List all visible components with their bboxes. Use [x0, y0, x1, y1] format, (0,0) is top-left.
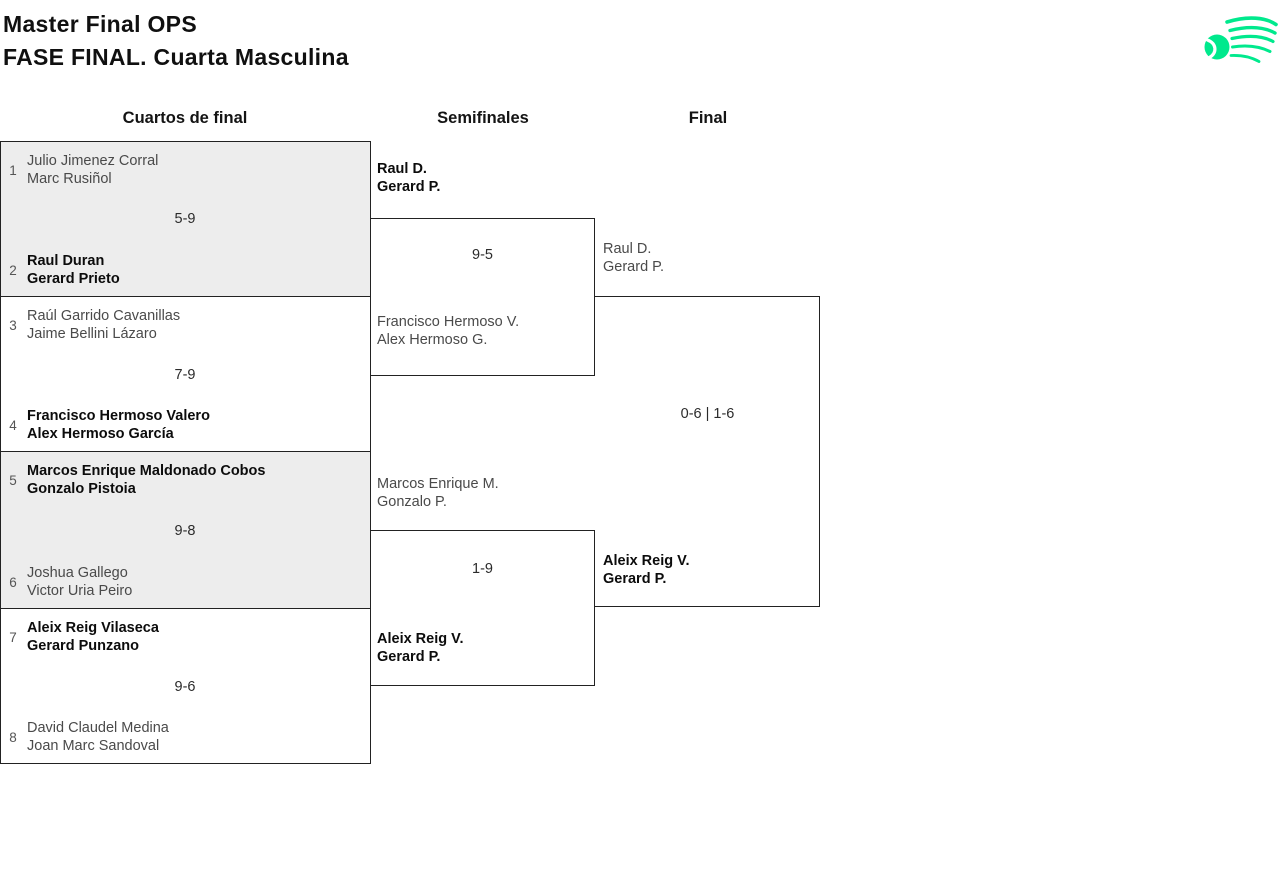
column-header-semifinals: Semifinales: [437, 109, 529, 127]
semifinal-2-bottom-team: Aleix Reig V. Gerard P.: [377, 630, 464, 666]
team-names: Raúl Garrido Cavanillas Jaime Bellini Lá…: [27, 307, 180, 343]
team-names: Francisco Hermoso Valero Alex Hermoso Ga…: [27, 407, 210, 443]
team-names: Raul Duran Gerard Prieto: [27, 252, 120, 288]
final-top-team: Raul D. Gerard P.: [603, 240, 664, 276]
seed-number: 8: [9, 729, 17, 745]
match-score: 9-5: [472, 247, 493, 263]
team-slot-seed-2: 2 Raul Duran Gerard Prieto: [4, 252, 360, 288]
player-name: Julio Jimenez Corral: [27, 153, 159, 169]
team-slot-seed-8: 8 David Claudel Medina Joan Marc Sandova…: [4, 719, 360, 755]
player-name: Victor Uria Peiro: [27, 583, 133, 599]
player-name: Marcos Enrique M.: [377, 476, 499, 492]
player-name: Alex Hermoso García: [27, 426, 174, 442]
final-connector: [595, 296, 820, 607]
phase-name: FASE FINAL. Cuarta Masculina: [3, 44, 349, 70]
seed-number: 2: [9, 262, 17, 278]
player-name: Gonzalo P.: [377, 494, 447, 510]
match-score: 9-8: [174, 523, 196, 539]
final-bottom-team: Aleix Reig V. Gerard P.: [603, 552, 690, 588]
quarterfinal-match-2: 3 Raúl Garrido Cavanillas Jaime Bellini …: [1, 297, 370, 452]
player-name: Marc Rusiñol: [27, 171, 112, 187]
player-name: Gerard P.: [377, 179, 441, 195]
team-names: Joshua Gallego Victor Uria Peiro: [27, 564, 132, 600]
semifinal-1-connector: [370, 218, 595, 376]
player-name: Raul D.: [603, 241, 652, 257]
page-title: Master Final OPS FASE FINAL. Cuarta Masc…: [3, 8, 349, 74]
player-name: Alex Hermoso G.: [377, 332, 488, 348]
team-slot-seed-3: 3 Raúl Garrido Cavanillas Jaime Bellini …: [4, 307, 360, 343]
match-score: 0-6 | 1-6: [680, 406, 735, 422]
tennis-ball: [1204, 34, 1230, 60]
match-score: 1-9: [472, 561, 493, 577]
seed-number: 4: [9, 417, 17, 433]
column-header-final: Final: [688, 109, 728, 127]
column-header-quarterfinals: Cuartos de final: [122, 109, 248, 127]
team-slot-seed-4: 4 Francisco Hermoso Valero Alex Hermoso …: [4, 407, 360, 443]
player-name: Joshua Gallego: [27, 565, 128, 581]
player-name: Francisco Hermoso V.: [377, 314, 520, 330]
team-slot-seed-5: 5 Marcos Enrique Maldonado Cobos Gonzalo…: [4, 462, 360, 498]
quarterfinal-match-1: 1 Julio Jimenez Corral Marc Rusiñol 2 Ra…: [1, 142, 370, 297]
seed-number: 1: [9, 162, 17, 178]
player-name: Gerard P.: [377, 649, 441, 665]
player-name: Gerard Prieto: [27, 271, 120, 287]
player-name: Gerard Punzano: [27, 638, 139, 654]
team-names: Marcos Enrique Maldonado Cobos Gonzalo P…: [27, 462, 265, 498]
player-name: Aleix Reig Vilaseca: [27, 620, 159, 636]
team-slot-seed-7: 7 Aleix Reig Vilaseca Gerard Punzano: [4, 619, 360, 655]
player-name: Aleix Reig V.: [377, 631, 464, 647]
player-name: Joan Marc Sandoval: [27, 738, 160, 754]
team-names: David Claudel Medina Joan Marc Sandoval: [27, 719, 169, 755]
match-score: 9-6: [174, 679, 196, 695]
semifinal-1-top-team: Raul D. Gerard P.: [377, 160, 440, 196]
ball-seam: [1205, 38, 1217, 60]
team-slot-seed-6: 6 Joshua Gallego Victor Uria Peiro: [4, 564, 360, 600]
player-name: Jaime Bellini Lázaro: [27, 326, 157, 342]
player-name: David Claudel Medina: [27, 720, 169, 736]
team-slot-seed-1: 1 Julio Jimenez Corral Marc Rusiñol: [4, 152, 360, 188]
team-names: Julio Jimenez Corral Marc Rusiñol: [27, 152, 158, 188]
quarterfinals-column: 1 Julio Jimenez Corral Marc Rusiñol 2 Ra…: [0, 141, 371, 764]
team-names: Aleix Reig Vilaseca Gerard Punzano: [27, 619, 159, 655]
player-name: Francisco Hermoso Valero: [27, 408, 210, 424]
player-name: Aleix Reig V.: [603, 553, 690, 569]
seed-number: 6: [9, 574, 17, 590]
match-score: 7-9: [174, 367, 196, 383]
semifinal-1-bottom-team: Francisco Hermoso V. Alex Hermoso G.: [377, 313, 519, 349]
semifinal-2-top-team: Marcos Enrique M. Gonzalo P.: [377, 475, 499, 511]
player-name: Gonzalo Pistoia: [27, 481, 136, 497]
semifinal-2-connector: [370, 530, 595, 686]
tennis-ball-swoosh-logo-icon: [1204, 16, 1278, 63]
player-name: Raúl Garrido Cavanillas: [27, 308, 181, 324]
tournament-name: Master Final OPS: [3, 11, 197, 37]
player-name: Raul D.: [377, 161, 427, 177]
player-name: Raul Duran: [27, 253, 105, 269]
player-name: Gerard P.: [603, 259, 664, 275]
quarterfinal-match-4: 7 Aleix Reig Vilaseca Gerard Punzano 8 D…: [1, 609, 370, 763]
seed-number: 5: [9, 472, 17, 488]
quarterfinal-match-3: 5 Marcos Enrique Maldonado Cobos Gonzalo…: [1, 452, 370, 609]
seed-number: 7: [9, 629, 17, 645]
seed-number: 3: [9, 317, 17, 333]
player-name: Gerard P.: [603, 571, 667, 587]
match-score: 5-9: [174, 211, 196, 227]
swoosh-lines: [1225, 16, 1278, 63]
player-name: Marcos Enrique Maldonado Cobos: [27, 463, 266, 479]
